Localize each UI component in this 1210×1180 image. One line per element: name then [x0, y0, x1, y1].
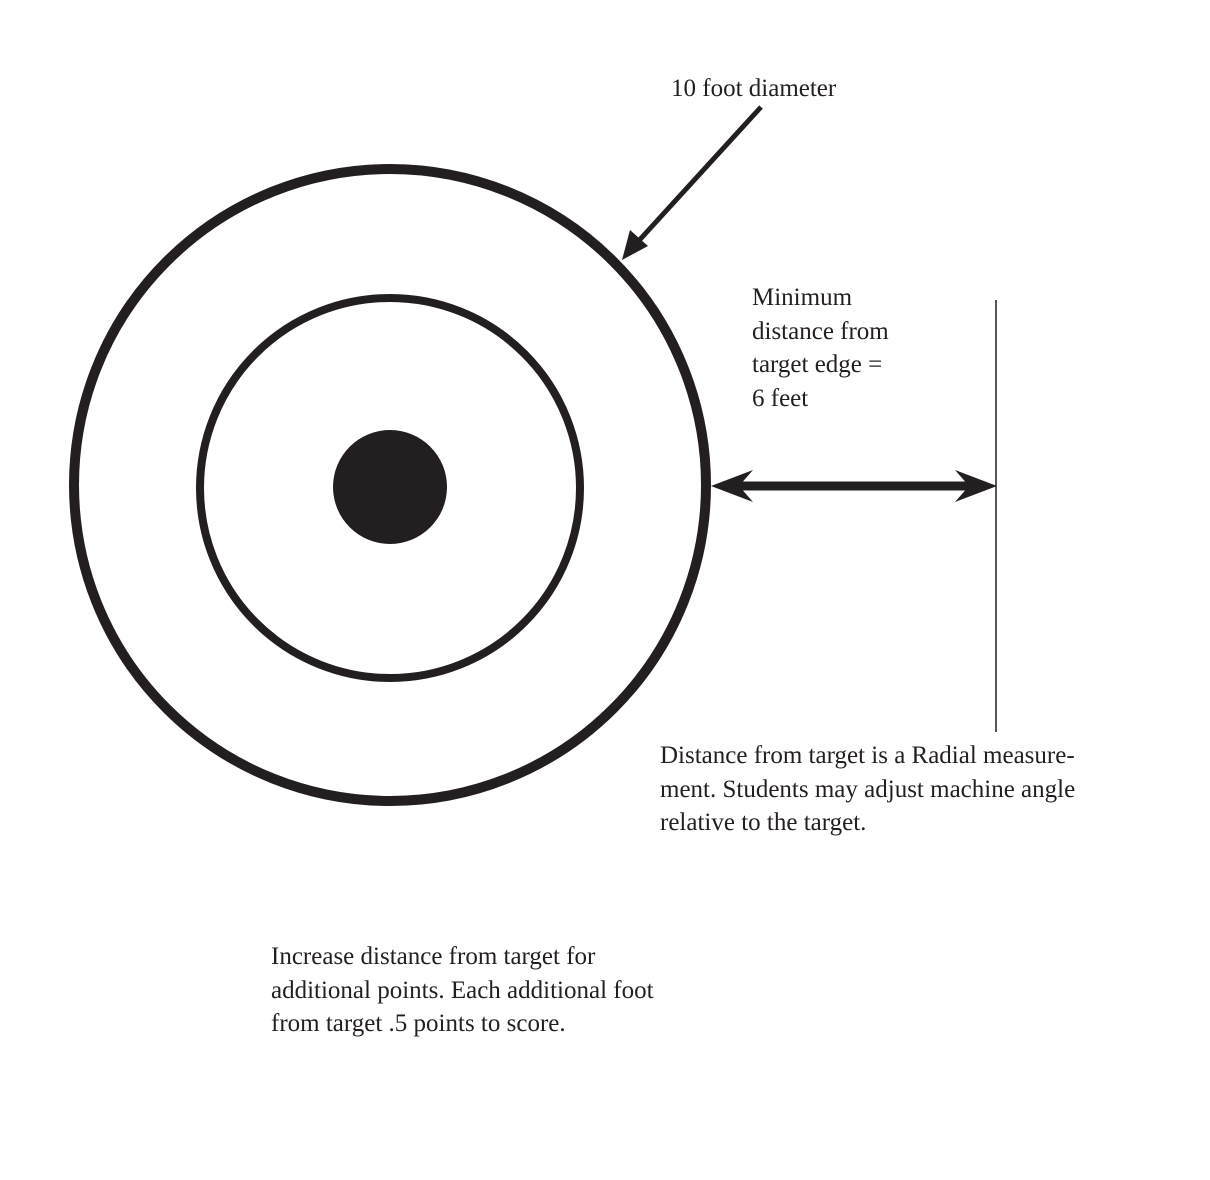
additional-points-note-line: additional points. Each additional foot [271, 976, 654, 1004]
radial-note-line: relative to the target. [660, 809, 867, 836]
minimum-distance-arrow [711, 470, 997, 502]
radial-note-line: ment. Students may adjust machine angle [660, 775, 1076, 803]
inner-ring [196, 294, 584, 682]
minimum-distance-label-line: target edge = [752, 351, 883, 378]
radial-measurement-note: Distance from target is a Radial measure… [660, 739, 1075, 840]
radial-note-line: Distance from target is a Radial measure… [660, 742, 1075, 769]
additional-points-note-line: Increase distance from target for [271, 943, 596, 970]
additional-points-note-line: from target .5 points to score. [271, 1010, 566, 1037]
diameter-pointer-arrow [622, 105, 763, 260]
minimum-distance-label-line: 6 feet [752, 384, 809, 412]
minimum-distance-label-line: Minimum [752, 284, 853, 311]
additional-points-note: Increase distance from target for additi… [271, 940, 654, 1041]
minimum-distance-label: Minimum distance from target edge = 6 fe… [752, 281, 889, 415]
diameter-label: 10 foot diameter [671, 75, 837, 102]
minimum-distance-label-line: distance from [752, 317, 889, 345]
outer-ring [69, 164, 711, 806]
bullseye [333, 430, 447, 544]
